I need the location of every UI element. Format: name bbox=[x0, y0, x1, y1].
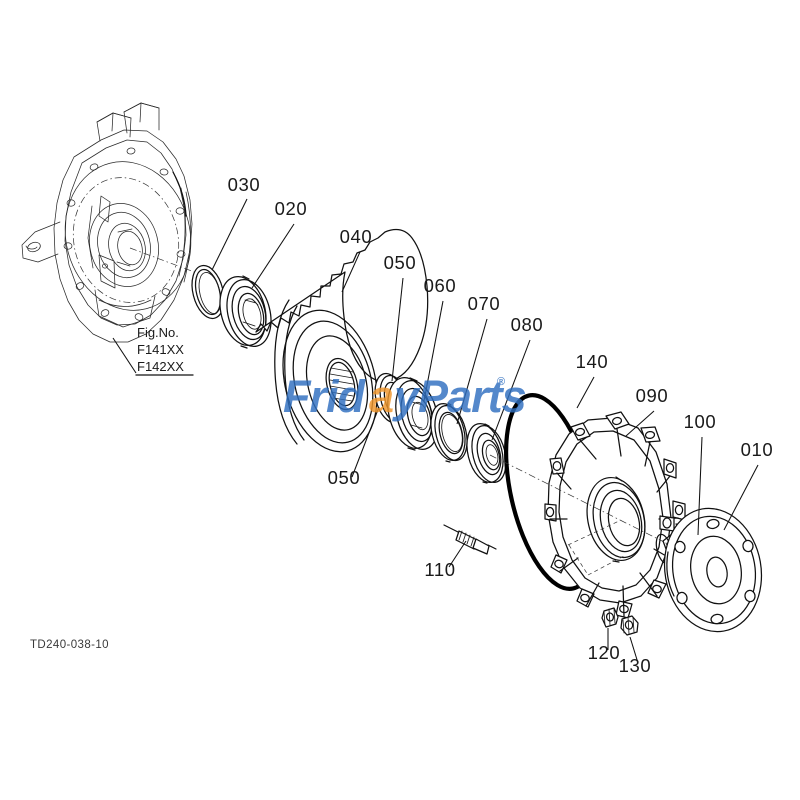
part-120-lock-washer bbox=[601, 607, 619, 628]
callout-140: 140 bbox=[576, 351, 609, 372]
fig-no-leader bbox=[112, 337, 137, 374]
callout-020: 020 bbox=[275, 198, 308, 219]
callout-010: 010 bbox=[741, 439, 774, 460]
callout-080: 080 bbox=[511, 314, 544, 335]
callout-numbers: 010 020 030 040 050 050 060 070 080 090 … bbox=[228, 174, 774, 676]
part-020-ball-bearing bbox=[219, 275, 272, 349]
watermark-text-2: a bbox=[369, 371, 393, 422]
leader-lines bbox=[211, 198, 759, 664]
reference-transmission-housing bbox=[21, 102, 206, 343]
fridayparts-watermark: Frid a yParts ® bbox=[283, 371, 527, 422]
watermark-text-1: Frid bbox=[283, 371, 367, 422]
callout-130: 130 bbox=[619, 655, 652, 676]
fig-no-block: Fig.No. F141XX F142XX bbox=[135, 325, 194, 376]
callout-050-lower: 050 bbox=[328, 467, 361, 488]
callout-040: 040 bbox=[340, 226, 373, 247]
part-090-gear-case-cover bbox=[489, 411, 713, 619]
fig-no-line-2: F141XX bbox=[137, 342, 184, 357]
callout-100: 100 bbox=[684, 411, 717, 432]
callout-070: 070 bbox=[468, 293, 501, 314]
part-110-stud-bolt bbox=[443, 524, 497, 555]
drawing-number: TD240-038-10 bbox=[30, 639, 109, 651]
callout-120: 120 bbox=[588, 642, 621, 663]
callout-090: 090 bbox=[636, 385, 669, 406]
watermark-registered-icon: ® bbox=[497, 376, 505, 388]
fig-no-line-1: Fig.No. bbox=[137, 325, 179, 340]
part-010-hub-flange bbox=[655, 507, 763, 633]
part-130-hex-nut bbox=[620, 615, 639, 636]
callout-030: 030 bbox=[228, 174, 261, 195]
part-030-oil-seal bbox=[191, 264, 225, 320]
part-040-ring-gear bbox=[255, 228, 429, 453]
fig-no-line-3: F142XX bbox=[137, 359, 184, 374]
callout-050-upper: 050 bbox=[384, 252, 417, 273]
watermark-text-3: yParts bbox=[392, 371, 526, 422]
part-050-bearing-b bbox=[387, 377, 439, 451]
part-060-shim-washer bbox=[430, 402, 468, 463]
callout-060: 060 bbox=[424, 275, 457, 296]
callout-110: 110 bbox=[424, 559, 455, 580]
